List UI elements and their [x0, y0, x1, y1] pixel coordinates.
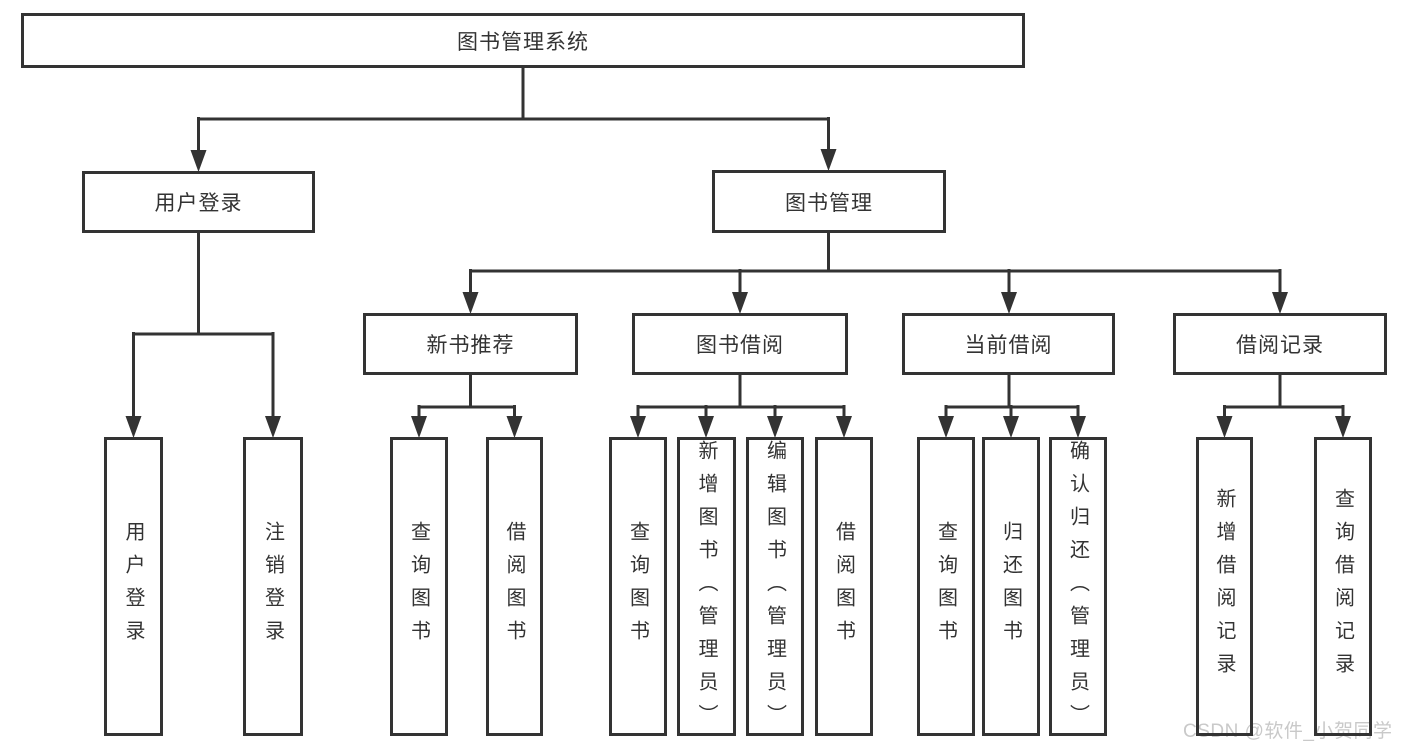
node-leaf-logout: 注销登录	[243, 437, 303, 736]
node-leaf-borrow-books-2: 借阅图书	[815, 437, 873, 736]
node-leaf-user-login: 用户登录	[104, 437, 163, 736]
node-section-current-borrow: 当前借阅	[902, 313, 1115, 375]
node-leaf-return-books: 归还图书	[982, 437, 1040, 736]
node-leaf-edit-book-admin: 编辑图书（管理员）	[746, 437, 804, 737]
node-leaf-add-book-admin: 新增图书（管理员）	[677, 437, 736, 737]
node-label: 借阅记录	[1236, 334, 1324, 357]
node-label: 注销登录	[261, 520, 284, 653]
node-leaf-query-books-1: 查询图书	[390, 437, 448, 736]
node-label: 借阅图书	[503, 520, 525, 653]
node-leaf-query-books-3: 查询图书	[917, 437, 975, 736]
arrowheads	[125, 149, 1351, 438]
node-section-borrow-records: 借阅记录	[1173, 313, 1387, 375]
node-label: 新增图书（管理员）	[695, 440, 717, 737]
node-label: 查询借阅记录	[1331, 487, 1354, 686]
node-label: 图书管理	[785, 191, 873, 215]
node-section-new-book-recommend: 新书推荐	[363, 313, 578, 375]
node-label: 新书推荐	[426, 334, 515, 357]
node-book-management-branch: 图书管理	[712, 170, 946, 233]
node-leaf-add-borrow-record: 新增借阅记录	[1196, 437, 1253, 736]
node-leaf-confirm-return-admin: 确认归还（管理员）	[1049, 437, 1107, 737]
node-label: 确认归还（管理员）	[1066, 440, 1089, 737]
node-section-book-borrow: 图书借阅	[632, 313, 848, 375]
connector-segments	[132, 68, 1345, 424]
node-label: 新增借阅记录	[1213, 487, 1235, 686]
node-root-library-system: 图书管理系统	[21, 13, 1025, 68]
node-label: 用户登录	[122, 520, 144, 653]
node-label: 当前借阅	[964, 334, 1053, 357]
node-leaf-query-books-2: 查询图书	[609, 437, 667, 736]
node-label: 用户登录	[154, 192, 243, 215]
node-user-login-branch: 用户登录	[82, 171, 315, 233]
watermark: CSDN @软件_小贺同学	[1183, 721, 1393, 742]
node-leaf-borrow-books-1: 借阅图书	[486, 437, 543, 736]
node-label: 归还图书	[999, 520, 1022, 653]
node-leaf-query-borrow-record: 查询借阅记录	[1314, 437, 1372, 736]
node-label: 编辑图书（管理员）	[763, 440, 786, 737]
node-label: 图书管理系统	[457, 30, 589, 54]
node-label: 查询图书	[626, 520, 649, 653]
node-label: 图书借阅	[696, 334, 784, 357]
node-label: 查询图书	[407, 520, 430, 653]
node-label: 查询图书	[934, 520, 957, 653]
node-label: 借阅图书	[832, 520, 855, 653]
